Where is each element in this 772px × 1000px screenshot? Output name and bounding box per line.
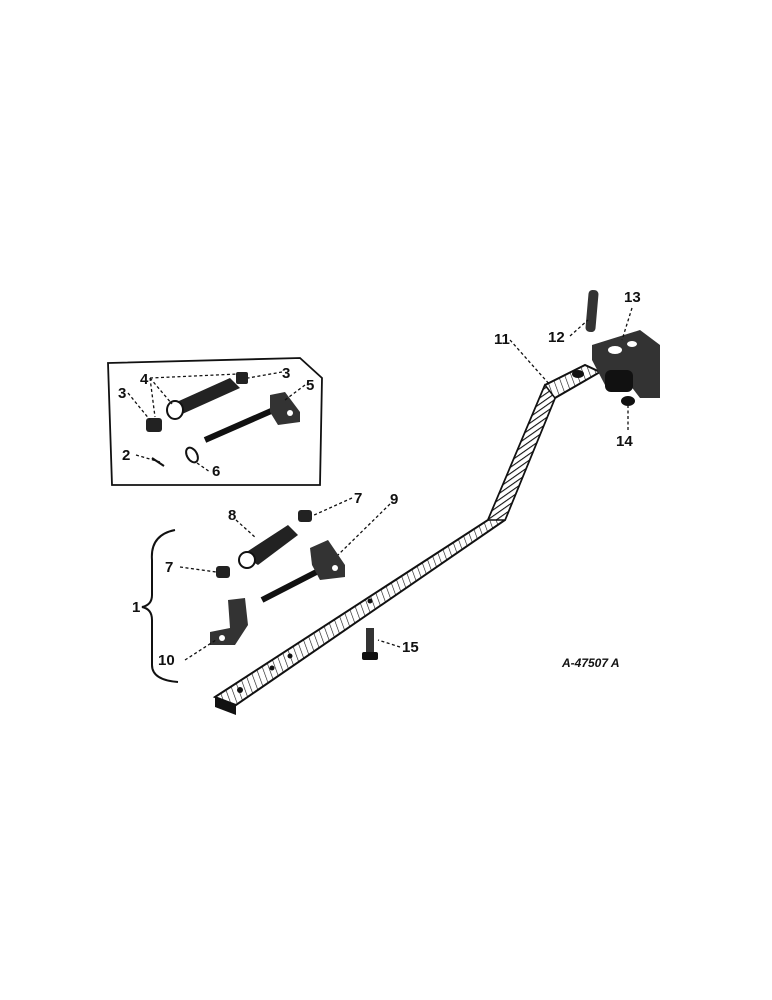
ring-part (185, 446, 199, 464)
callout-9: 9 (390, 491, 398, 508)
callout-12: 12 (548, 329, 565, 346)
pin-bracket-part (203, 392, 300, 443)
knob-part (238, 525, 298, 569)
callout-2: 2 (122, 447, 130, 464)
bracket-pin-part (260, 540, 345, 603)
callout-15: 15 (402, 639, 419, 656)
callout-10: 10 (158, 652, 175, 669)
callout-11: 11 (494, 331, 510, 348)
callout-8: 8 (228, 507, 236, 524)
callout-13: 13 (624, 289, 641, 306)
angle-bracket-part (210, 598, 248, 645)
nut-part (216, 566, 230, 578)
callout-7: 7 (354, 490, 362, 507)
mount-bracket-part (592, 330, 660, 398)
callout-5: 5 (306, 377, 314, 394)
callout-1: 1 (132, 599, 140, 616)
drawing-reference: A-47507 A (561, 656, 620, 670)
callout-3b: 3 (282, 365, 290, 382)
callout-labels: 1 2 3 3 4 5 6 7 7 8 9 10 11 12 13 14 15 (118, 289, 641, 669)
inset-box (107, 357, 323, 486)
callout-6: 6 (212, 463, 220, 480)
callout-4: 4 (140, 371, 149, 388)
roll-pin-part (585, 289, 599, 333)
callout-14: 14 (616, 433, 633, 450)
nut-part (146, 418, 162, 432)
nut-part (236, 372, 248, 384)
washer-part (621, 396, 635, 406)
group-brace (141, 529, 179, 683)
callout-7b: 7 (165, 559, 173, 576)
sleeve-part (166, 378, 240, 420)
leader-lines (127, 307, 633, 661)
nut-part (298, 510, 312, 522)
callout-3: 3 (118, 385, 126, 402)
bolt-part (362, 628, 378, 660)
